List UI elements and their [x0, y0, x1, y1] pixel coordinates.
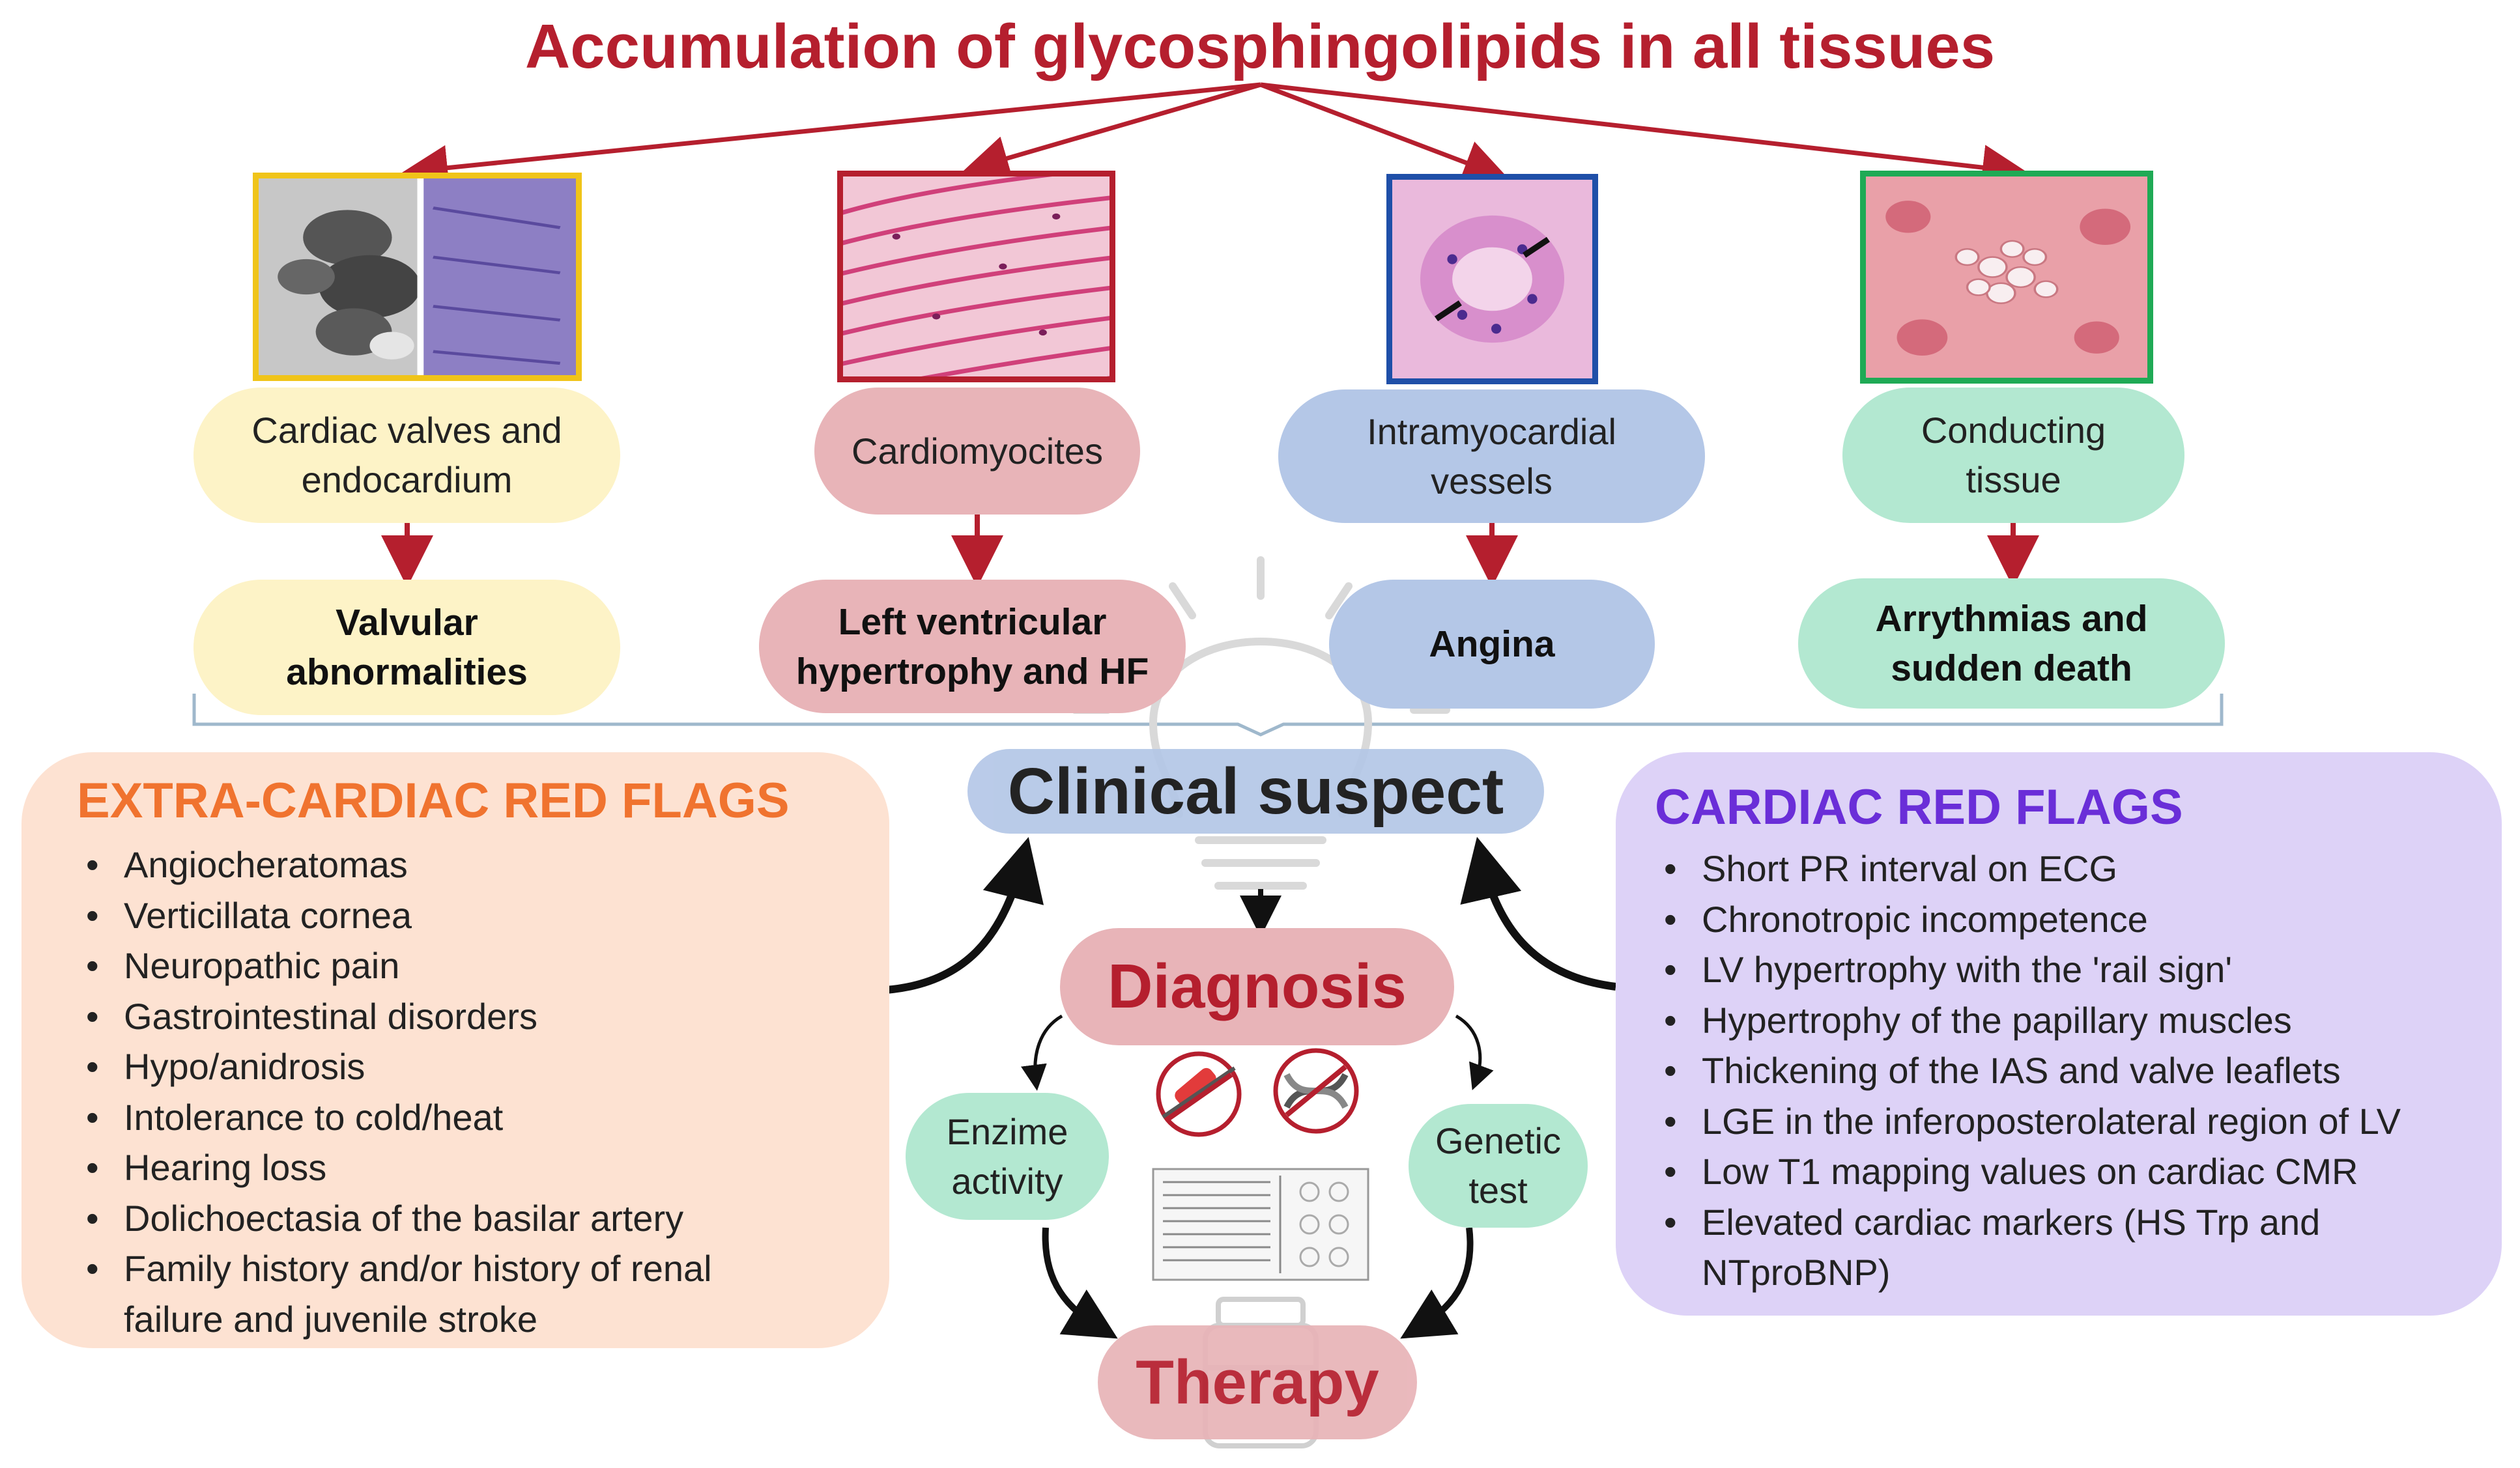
tissue-outcome-arrows [381, 515, 2039, 587]
outcome-pill-lvh: Left ventricular hypertrophy and HF [759, 580, 1186, 713]
vessel-histology-image [1386, 174, 1598, 384]
extra-cardiac-list: Angiocheratomas Verticillata cornea Neur… [77, 840, 863, 1344]
extra-flag-8: Dolichoectasia of the basilar artery [77, 1193, 863, 1244]
title-fanout-arrows [402, 82, 2028, 191]
tissue-pill-valves: Cardiac valves and endocardium [193, 388, 620, 523]
tissue-pill-vessels: Intramyocardial vessels [1278, 389, 1705, 523]
cardiac-flag-2: Chronotropic incompetence [1655, 894, 2482, 945]
tissue-pill-cardiomyocytes: Cardiomyocites [814, 388, 1140, 515]
blood-sample-icon [1156, 1051, 1242, 1137]
outcome-pill-angina: Angina [1329, 580, 1655, 709]
extra-flag-5: Hypo/anidrosis [77, 1041, 863, 1092]
lab-report-icon [1152, 1168, 1369, 1281]
extra-cardiac-title: EXTRA-CARDIAC RED FLAGS [77, 773, 790, 828]
extra-flag-7: Hearing loss [77, 1142, 863, 1193]
cardiac-title: CARDIAC RED FLAGS [1655, 780, 2183, 835]
extra-flag-6: Intolerance to cold/heat [77, 1092, 863, 1143]
outcome-pill-arrhythmia: Arrythmias and sudden death [1798, 578, 2225, 709]
dna-icon [1273, 1048, 1359, 1134]
diagnosis-pill: Diagnosis [1060, 928, 1454, 1045]
valve-histology-image [253, 173, 582, 381]
diagram-title: Accumulation of glycosphingolipids in al… [524, 12, 1996, 81]
cardiac-flag-7: Low T1 mapping values on cardiac CMR [1655, 1146, 2482, 1197]
cardiomyocyte-histology-image [837, 171, 1115, 382]
cardiac-flag-6: LGE in the inferoposterolateral region o… [1655, 1096, 2482, 1147]
extra-flag-2: Verticillata cornea [77, 890, 863, 941]
cardiac-flag-1: Short PR interval on ECG [1655, 843, 2482, 894]
extra-flag-9: Family history and/or history of renal f… [77, 1243, 863, 1344]
extra-flag-4: Gastrointestinal disorders [77, 991, 863, 1042]
outcome-pill-valvular: Valvular abnormalities [193, 580, 620, 715]
clinical-suspect-pill: Clinical suspect [967, 749, 1544, 834]
cardiac-flag-8: Elevated cardiac markers (HS Trp and NTp… [1655, 1197, 2482, 1298]
enzyme-activity-pill: Enzime activity [906, 1093, 1109, 1220]
genetic-test-pill: Genetic test [1409, 1104, 1588, 1228]
extra-cardiac-panel: EXTRA-CARDIAC RED FLAGS Angiocheratomas … [21, 752, 889, 1348]
cardiac-flag-4: Hypertrophy of the papillary muscles [1655, 995, 2482, 1046]
extra-flag-3: Neuropathic pain [77, 940, 863, 991]
conducting-tissue-histology-image [1860, 171, 2153, 384]
therapy-pill: Therapy [1098, 1325, 1417, 1439]
flow-arrows [885, 836, 1616, 1339]
cardiac-list: Short PR interval on ECG Chronotropic in… [1655, 843, 2482, 1298]
extra-flag-1: Angiocheratomas [77, 840, 863, 890]
cardiac-flag-3: LV hypertrophy with the 'rail sign' [1655, 944, 2482, 995]
tissue-pill-conducting: Conducting tissue [1842, 388, 2184, 523]
grouping-brace [192, 694, 2224, 737]
cardiac-panel: CARDIAC RED FLAGS Short PR interval on E… [1616, 752, 2502, 1316]
cardiac-flag-5: Thickening of the IAS and valve leaflets [1655, 1045, 2482, 1096]
